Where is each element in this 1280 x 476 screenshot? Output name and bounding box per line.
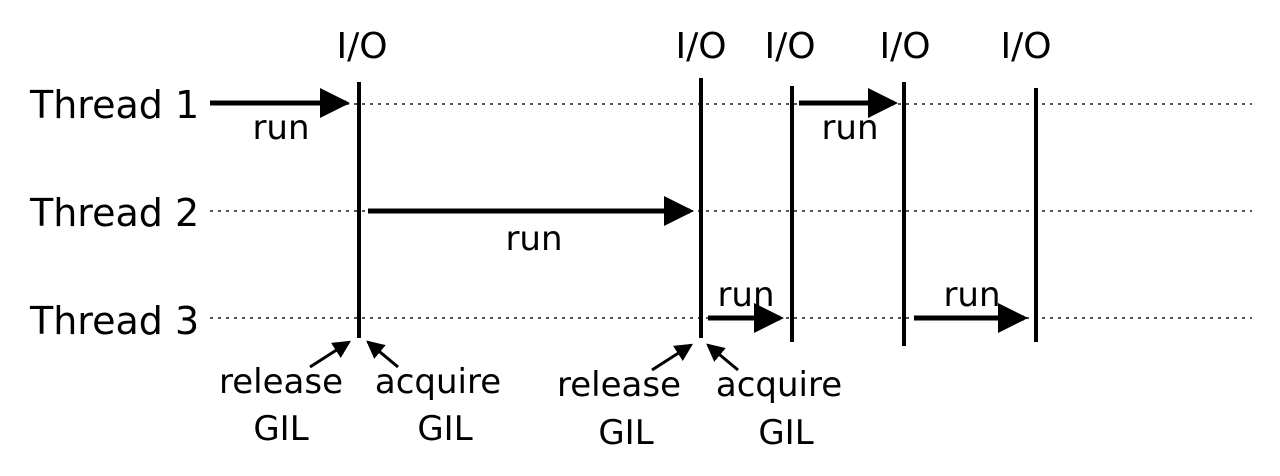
thread-2-label: Thread 2 [29,191,199,235]
release-gil-pointer-2 [651,343,694,372]
acquire-gil-label-1-line2: GIL [417,409,472,449]
release-gil-label-2-line2: GIL [598,413,653,453]
acquire-gil-label-2-line1: acquire [716,365,842,405]
acquire-gil-label-2-line2: GIL [758,413,813,453]
release-gil-label-1-line2: GIL [253,409,308,449]
release-gil-pointer-1 [309,340,352,369]
acquire-gil-pointer-1 [366,340,399,369]
acquire-gil-label-1-line1: acquire [375,362,501,402]
thread-1-label: Thread 1 [29,83,199,127]
thread-1-run-label-2: run [821,108,878,148]
thread-2-run-label: run [505,219,562,259]
io-label-3: I/O [764,26,815,67]
thread-1-run-label-1: run [252,108,309,148]
release-gil-label-1-line1: release [219,362,343,402]
thread-3-run-label-1: run [717,275,774,315]
io-label-4: I/O [879,26,930,67]
io-label-5: I/O [1000,26,1051,67]
release-gil-label-2-line1: release [557,365,681,405]
acquire-gil-pointer-2 [706,343,739,372]
thread-3-run-label-2: run [943,275,1000,315]
thread-3-label: Thread 3 [29,299,199,343]
io-label-2: I/O [675,26,726,67]
io-label-1: I/O [336,26,387,67]
